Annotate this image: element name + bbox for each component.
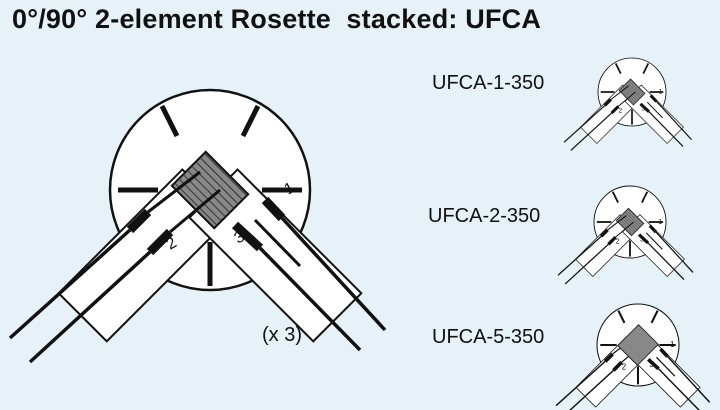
rosette-main: 1 2 3 xyxy=(10,90,385,362)
grid-number-1: 1 xyxy=(658,217,662,226)
grid-number-3: 3 xyxy=(649,360,654,369)
grid-number-3: 3 xyxy=(642,105,646,112)
grid-number-1: 1 xyxy=(659,89,663,96)
rosette-ufca-2-350: 1 2 3 xyxy=(556,184,695,286)
variant-label-ufca-1-350: UFCA-1-350 xyxy=(432,72,545,94)
variant-label-ufca-2-350: UFCA-2-350 xyxy=(428,205,541,227)
grid-number-2: 2 xyxy=(622,363,627,372)
variant-label-ufca-5-350: UFCA-5-350 xyxy=(432,326,545,348)
page-title: 0°/90° 2-element Rosette stacked: UFCA xyxy=(12,4,542,34)
grid-number-2: 2 xyxy=(616,237,620,246)
grid-number-2: 2 xyxy=(618,107,622,114)
multiplier-label: (x 3) xyxy=(262,324,302,346)
grid-number-3: 3 xyxy=(640,234,644,243)
grid-number-1: 1 xyxy=(670,340,675,349)
rosette-ufca-5-350: 1 2 3 xyxy=(554,302,712,410)
rosette-ufca-1-350: 1 2 3 xyxy=(562,56,694,153)
